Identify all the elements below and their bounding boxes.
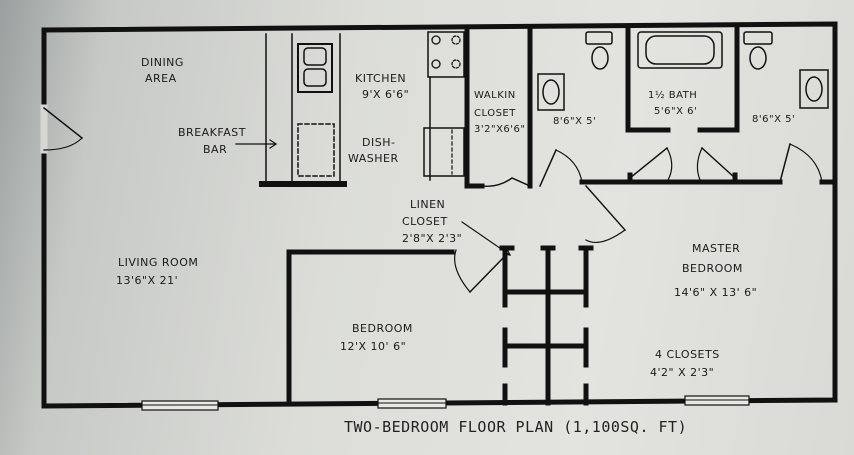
sink	[427, 31, 465, 78]
master-label-1: MASTER	[692, 242, 740, 255]
closets-label: 4 CLOSETS	[655, 348, 720, 361]
living-room-size: 13'6"X 21'	[116, 274, 178, 287]
linen-size: 2'8"X 2'3"	[402, 232, 462, 245]
labels: DINING AREA KITCHEN 9'X 6'6" BREAKFAST B…	[116, 56, 795, 436]
kitchen-label: KITCHEN	[355, 72, 406, 85]
dining-label-1: DINING	[141, 56, 184, 69]
living-room-label: LIVING ROOM	[118, 256, 198, 269]
linen-label-1: LINEN	[410, 198, 445, 211]
bath-right-size: 8'6"X 5'	[752, 114, 795, 125]
dishwasher-label-2: WASHER	[348, 152, 399, 165]
walkin-label-1: WALKIN	[474, 90, 516, 101]
linen-label-2: CLOSET	[402, 215, 448, 228]
bath-center-size: 5'6"X 6'	[654, 106, 697, 117]
bedroom-wall	[286, 249, 455, 406]
range	[297, 43, 333, 93]
walkin-label-2: CLOSET	[474, 108, 516, 119]
dishwasher	[297, 123, 335, 177]
dining-label-2: AREA	[145, 72, 177, 85]
bedroom-label: BEDROOM	[352, 322, 413, 335]
breakfast-label: BREAKFAST	[178, 126, 246, 139]
bath-center-label: 1½ BATH	[648, 89, 697, 101]
dishwasher-label-1: DISH-	[362, 136, 395, 149]
bar-label: BAR	[203, 143, 227, 156]
kitchen-size: 9'X 6'6"	[362, 88, 409, 101]
master-size: 14'6" X 13' 6"	[674, 286, 757, 299]
bath-left-size: 8'6"X 5'	[553, 116, 596, 127]
walkin-size: 3'2"X6'6"	[474, 124, 526, 135]
outer-wall	[41, 21, 838, 409]
closets-size: 4'2" X 2'3"	[650, 366, 714, 379]
bedroom-size: 12'X 10' 6"	[340, 340, 406, 353]
plan-caption: TWO-BEDROOM FLOOR PLAN (1,100SQ. FT)	[344, 418, 687, 436]
master-label-2: BEDROOM	[682, 262, 743, 275]
